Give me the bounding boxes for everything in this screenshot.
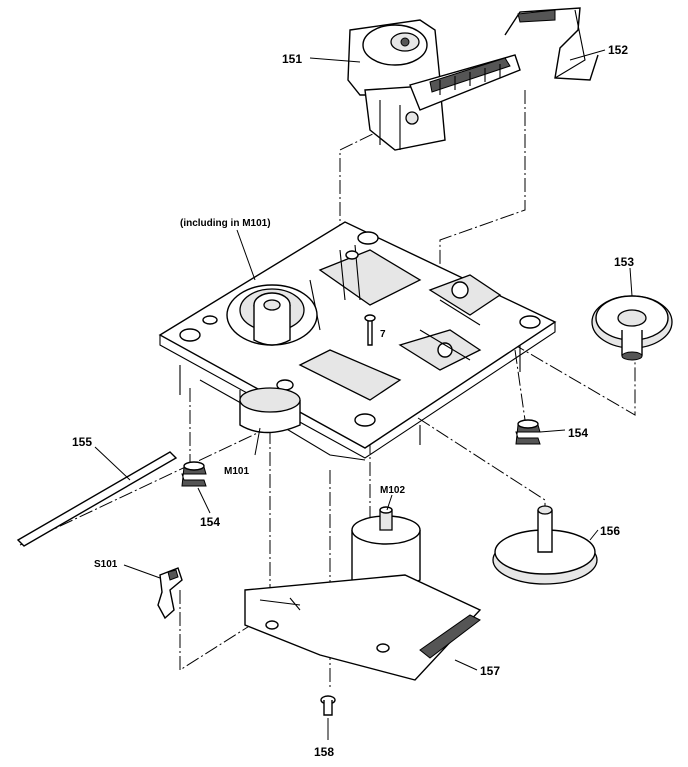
spring-154-right (515, 419, 541, 445)
label-153: 153 (614, 255, 634, 269)
label-151: 151 (282, 52, 302, 66)
leader-lines (94, 49, 633, 740)
label-m102: M102 (380, 485, 405, 496)
switch-s101 (157, 567, 183, 620)
shaft-155 (16, 451, 178, 547)
label-m101: M101 (224, 466, 249, 477)
label-158: 158 (314, 745, 334, 759)
pcb-157 (244, 574, 482, 681)
label-s101: S101 (94, 559, 118, 570)
label-156: 156 (600, 524, 620, 538)
label-7: 7 (380, 329, 386, 340)
label-155: 155 (72, 435, 92, 449)
spring-154-left (181, 461, 207, 487)
flex-cable-152 (504, 7, 599, 81)
label-including-note: (including in M101) (180, 218, 271, 229)
label-157: 157 (480, 664, 500, 678)
label-152: 152 (608, 43, 628, 57)
screw-158 (320, 695, 336, 716)
gear-156 (492, 505, 598, 585)
chassis-plate (158, 221, 557, 461)
optical-pickup-151 (347, 19, 521, 151)
label-154-right: 154 (568, 426, 588, 440)
label-154-left: 154 (200, 515, 220, 529)
gear-153 (591, 295, 673, 361)
